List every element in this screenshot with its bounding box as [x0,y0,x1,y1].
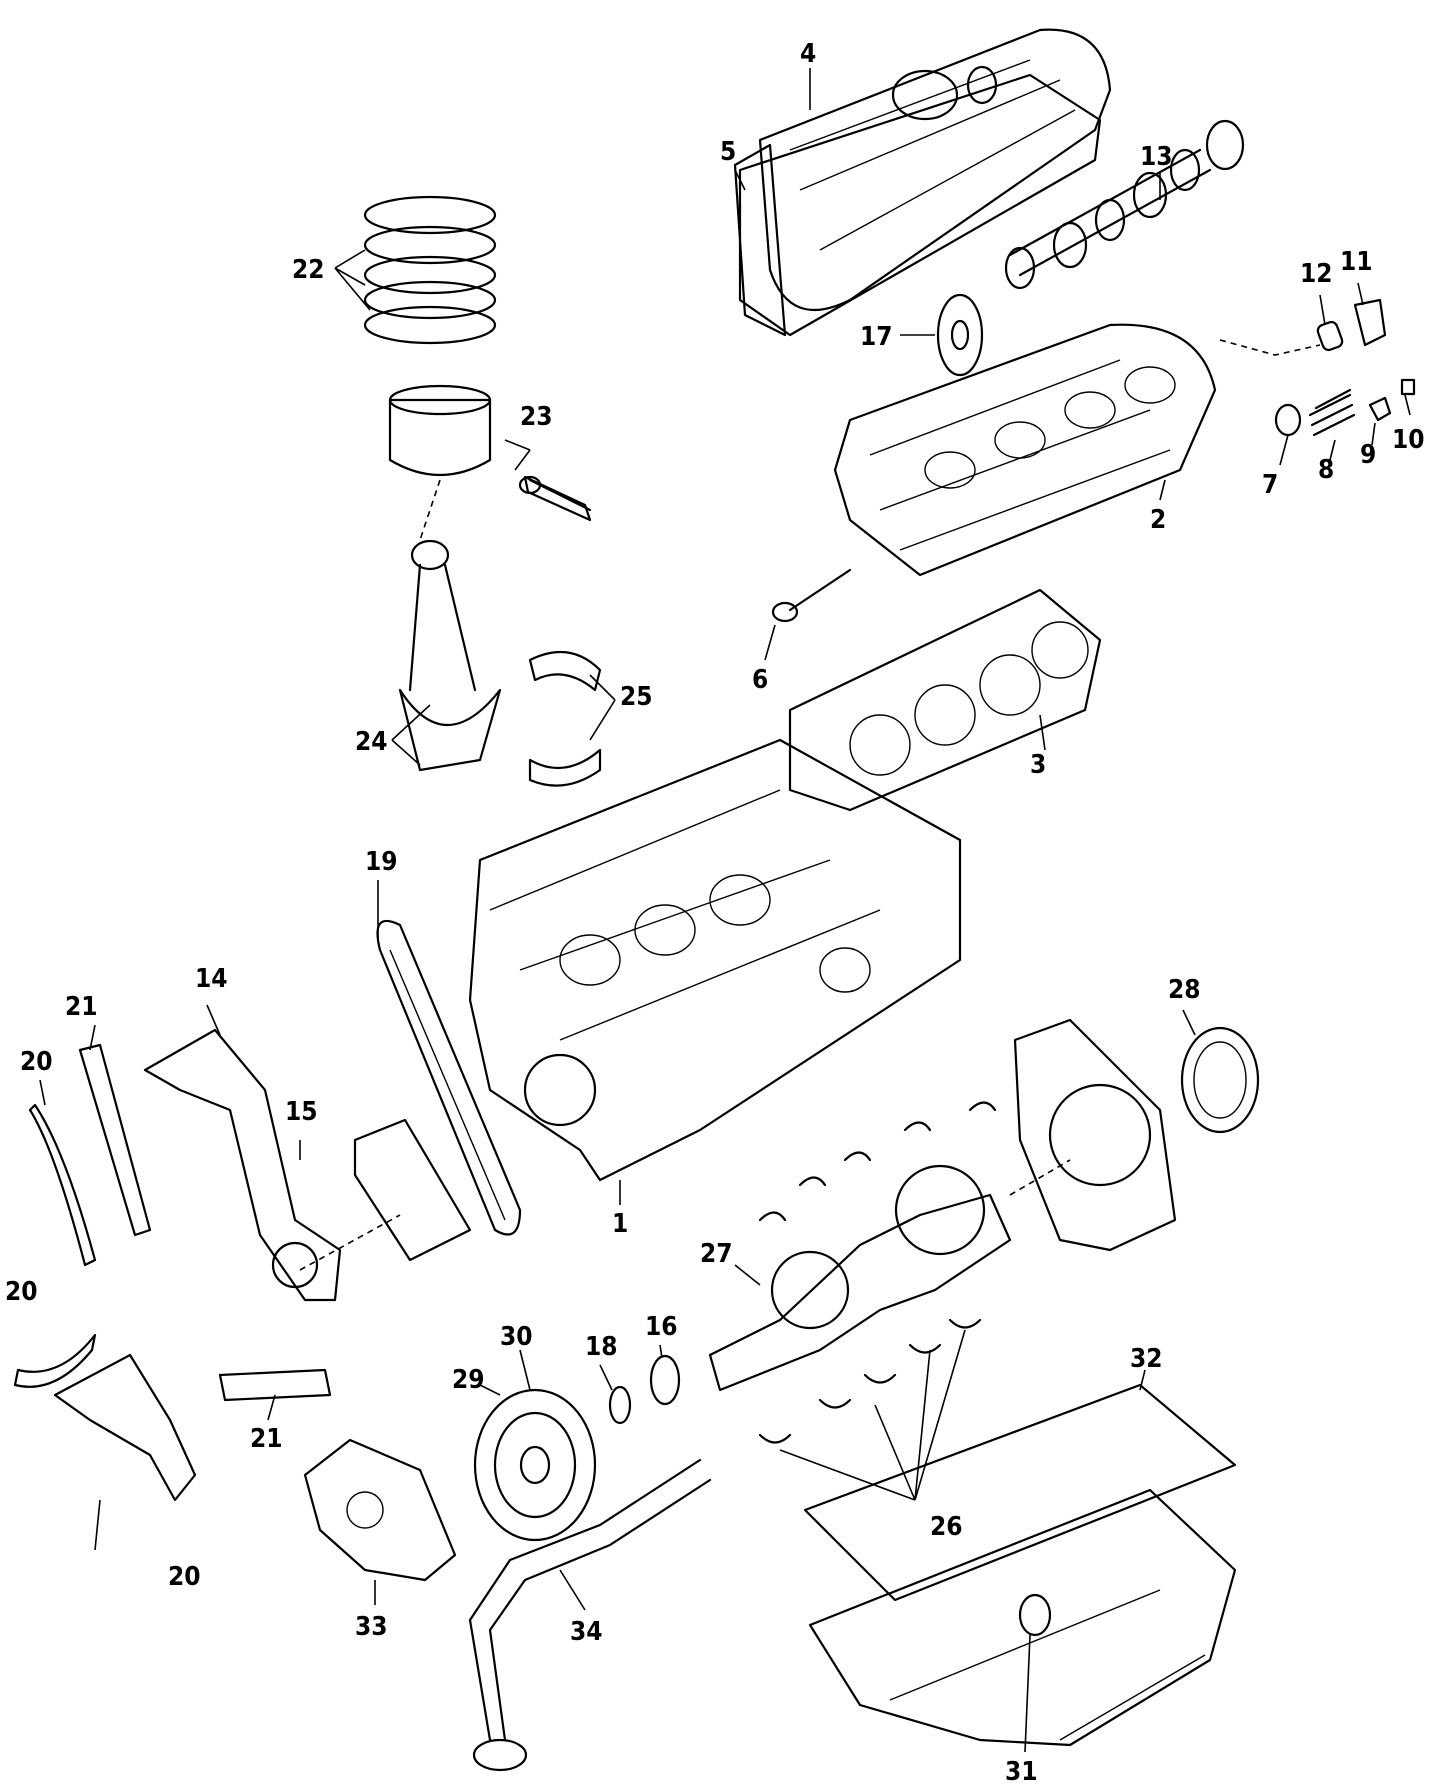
callout-17: 17 [860,322,893,352]
piston-part [388,384,592,522]
rear-main-seal-part [1180,1026,1260,1134]
callout-14: 14 [195,964,228,994]
callout-29: 29 [452,1365,485,1395]
callout-4: 4 [800,39,816,69]
oil-pan-gasket-part [803,1383,1237,1602]
crank-sprocket-part [608,1354,681,1425]
valve-cover-gasket-part [733,143,787,337]
callout-16: 16 [645,1312,678,1342]
callout-22: 22 [292,255,325,285]
callout-32: 32 [1130,1344,1163,1374]
front-cover-gasket-part [299,1118,472,1271]
connecting-rod-part [398,479,502,772]
callout-30: 30 [500,1322,533,1352]
valve-cover-part [738,28,1112,337]
callout-3: 3 [1030,750,1046,780]
callout-25: 25 [620,682,653,712]
callout-6: 6 [752,665,768,695]
main-bearings-part [758,1101,997,1444]
callout-labels: 1 2 3 4 5 6 7 8 9 10 11 12 13 14 15 16 1… [5,39,1425,1786]
callout-26: 26 [930,1512,963,1542]
callout-20-c: 20 [168,1562,201,1592]
camshaft-part [1004,119,1245,290]
harmonic-balancer-part [473,1388,597,1542]
valve-train-small-parts [1219,298,1416,437]
cylinder-head-part [833,323,1217,577]
callout-9: 9 [1360,440,1376,470]
callout-20-b: 20 [5,1277,38,1307]
callout-15: 15 [285,1097,318,1127]
engine-block-part [468,738,962,1182]
callout-2: 2 [1150,505,1166,535]
callout-20-a: 20 [20,1047,53,1077]
front-cover-part [143,1028,342,1302]
callout-34: 34 [570,1617,603,1647]
callout-31: 31 [1005,1757,1038,1786]
piston-rings-part [363,195,497,345]
callout-8: 8 [1318,455,1334,485]
valve-part [771,568,852,623]
callout-28: 28 [1168,975,1201,1005]
callout-11: 11 [1340,247,1373,277]
callout-leaders [39,68,1411,1753]
callout-12: 12 [1300,259,1333,289]
callout-19: 19 [365,847,398,877]
callout-5: 5 [720,137,736,167]
timing-chain-part [376,919,522,1236]
callout-10: 10 [1392,425,1425,455]
callout-21-b: 21 [250,1424,283,1454]
callout-27: 27 [700,1239,733,1269]
callout-1: 1 [612,1209,628,1239]
callout-13: 13 [1140,142,1173,172]
callout-7: 7 [1262,470,1278,500]
callout-23: 23 [520,402,553,432]
head-gasket-part [788,588,1102,812]
chain-guide-part [13,1103,197,1502]
tensioner-arm-part [78,1043,332,1402]
oil-pickup-tube-part [468,1458,712,1772]
rod-bearings-part [528,650,602,787]
cam-sprocket-part [936,293,984,377]
rear-cover-plate-part [1013,1018,1177,1252]
callout-24: 24 [355,727,388,757]
callout-21-a: 21 [65,992,98,1022]
oil-pump-part [303,1438,457,1582]
callout-33: 33 [355,1612,388,1642]
oil-pan-part [808,1488,1237,1747]
crankshaft-part [708,1159,1071,1392]
callout-18: 18 [585,1332,618,1362]
